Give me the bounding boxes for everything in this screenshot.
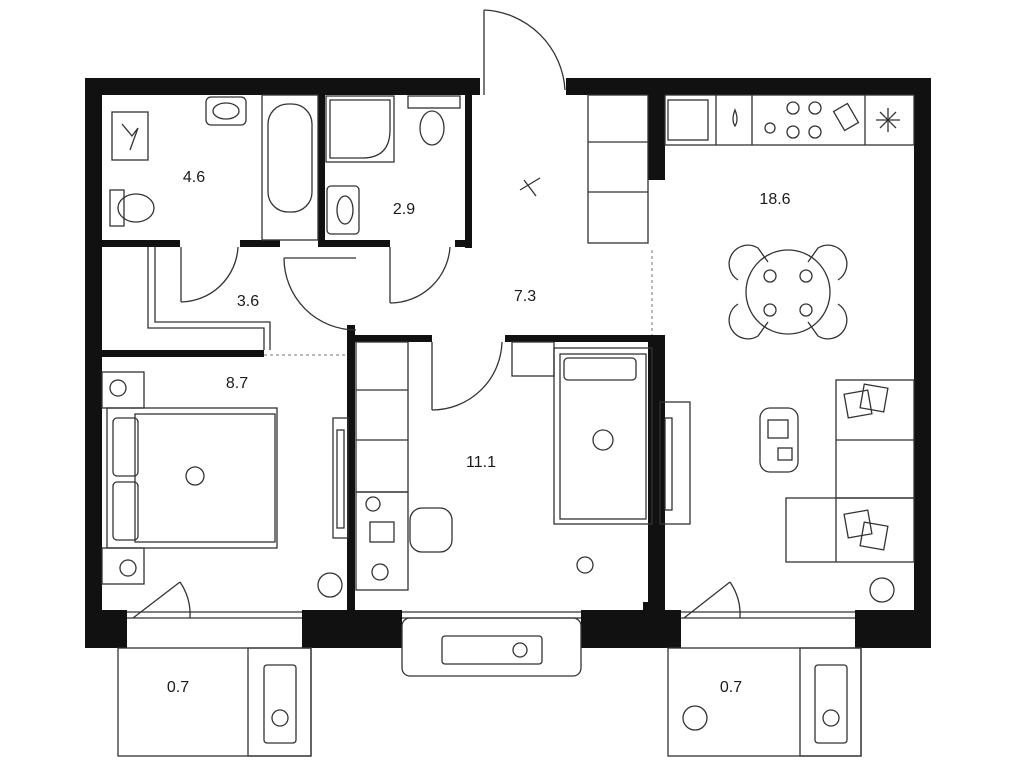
room-area-bathroom: 4.6 [182,169,206,186]
bedroom-furniture [101,371,349,598]
kids-room-furniture [355,341,691,591]
room-area-hallway: 7.3 [513,288,537,305]
room-area-bedroom: 8.7 [225,375,249,392]
kitchen-furniture [664,94,915,146]
room-area-balcony-right: 0.7 [719,679,743,696]
outer-walls [85,78,931,648]
room-area-balcony-left: 0.7 [166,679,190,696]
room-area-kids-room: 11.1 [466,454,496,471]
bay-window [401,617,582,677]
windows [127,611,855,619]
wardrobe-hall [147,247,271,350]
room-area-hall-small: 3.6 [236,293,260,310]
room-area-wc: 2.9 [392,201,416,218]
balcony-left [117,647,312,757]
balcony-right [667,647,862,757]
wc-fixtures [325,95,461,235]
bathroom-fixtures [109,94,319,241]
living-furniture [682,379,915,731]
room-area-kitchen-living: 18.6 [759,191,791,208]
dining-table [728,244,848,340]
hallway-fixtures [519,94,649,244]
